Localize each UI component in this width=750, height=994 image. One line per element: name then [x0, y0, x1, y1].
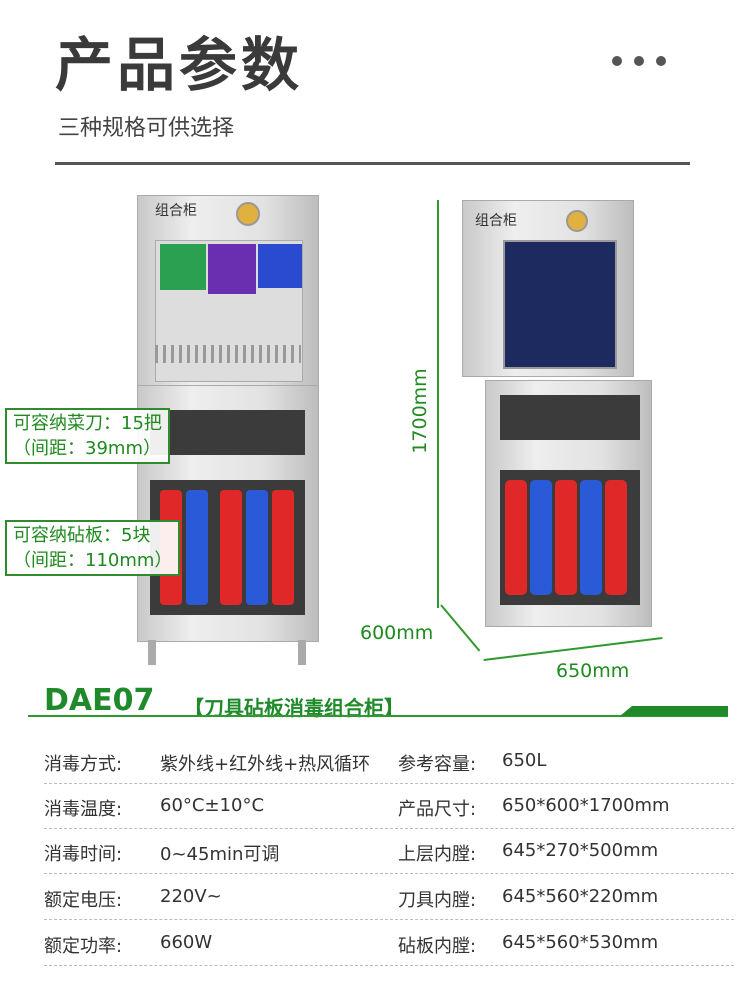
page-subtitle: 三种规格可供选择 — [58, 116, 235, 141]
more-icon[interactable] — [612, 56, 666, 66]
spec-row: 消毒时间: 0~45min可调 上层内膛: 645*270*500mm — [44, 828, 734, 874]
knife-spacing: （间距：39mm） — [13, 438, 161, 459]
knife-capacity: 可容纳菜刀：15把 — [13, 413, 162, 434]
board-spacing: （间距：110mm） — [13, 550, 173, 571]
spec-value: 645*560*220mm — [502, 886, 659, 907]
depth-dimension-line — [440, 604, 481, 652]
spec-label: 砧板内膛: — [398, 936, 477, 957]
height-dimension: 1700mm — [409, 368, 431, 454]
spec-label: 产品尺寸: — [398, 799, 477, 820]
spec-value: 645*270*500mm — [502, 840, 659, 861]
spec-label: 额定功率: — [44, 936, 123, 957]
spec-value: 645*560*530mm — [502, 932, 659, 953]
spec-label: 参考容量: — [398, 754, 477, 775]
spec-label: 上层内膛: — [398, 844, 477, 865]
spec-value: 60°C±10°C — [160, 795, 265, 816]
spec-label: 消毒时间: — [44, 844, 123, 865]
depth-dimension: 600mm — [360, 622, 434, 644]
model-code: DAE07 — [44, 683, 155, 718]
cabinet-label-2: 组合柜 — [475, 213, 517, 229]
spec-value: 650*600*1700mm — [502, 795, 670, 816]
width-dimension-line — [483, 637, 663, 661]
spec-value: 0~45min可调 — [160, 844, 280, 865]
spec-value: 660W — [160, 932, 213, 953]
spec-row: 消毒方式: 紫外线+红外线+热风循环 参考容量: 650L — [44, 738, 734, 784]
accent-bar — [620, 706, 728, 716]
spec-row: 消毒温度: 60°C±10°C 产品尺寸: 650*600*1700mm — [44, 783, 734, 829]
width-dimension: 650mm — [556, 660, 630, 682]
spec-value: 紫外线+红外线+热风循环 — [160, 754, 371, 775]
spec-label: 刀具内膛: — [398, 890, 477, 911]
height-dimension-line — [437, 200, 439, 608]
knife-capacity-callout: 可容纳菜刀：15把 （间距：39mm） — [5, 408, 170, 464]
spec-value: 650L — [502, 750, 547, 771]
cabinet-label: 组合柜 — [155, 203, 197, 219]
page-title: 产品参数 — [55, 31, 304, 99]
spec-label: 消毒方式: — [44, 754, 123, 775]
spec-label: 消毒温度: — [44, 799, 123, 820]
board-capacity-callout: 可容纳砧板：5块 （间距：110mm） — [5, 520, 181, 576]
divider — [55, 162, 690, 165]
model-underline — [28, 715, 728, 717]
board-capacity: 可容纳砧板：5块 — [13, 525, 151, 546]
spec-label: 额定电压: — [44, 890, 123, 911]
spec-row: 额定电压: 220V~ 刀具内膛: 645*560*220mm — [44, 874, 734, 920]
spec-value: 220V~ — [160, 886, 222, 907]
spec-row: 额定功率: 660W 砧板内膛: 645*560*530mm — [44, 920, 734, 966]
